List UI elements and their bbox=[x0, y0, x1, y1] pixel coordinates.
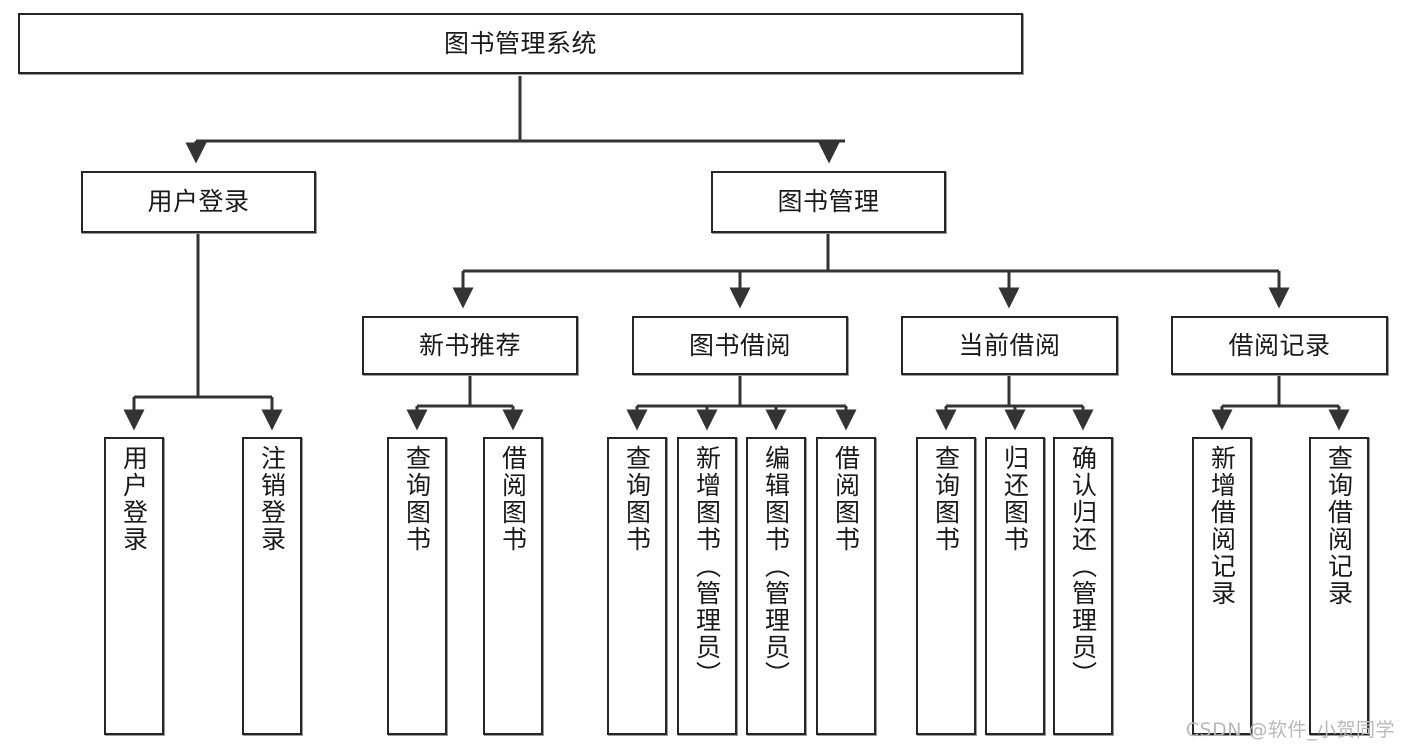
node-leaf-add-record-label: 新增借阅记录 bbox=[1207, 445, 1237, 607]
node-leaf-borrow-book-1[interactable]: 借阅图书 bbox=[483, 437, 543, 735]
node-book-borrow-label: 图书借阅 bbox=[688, 330, 791, 360]
node-leaf-edit-book-label: 编辑图书（管理员） bbox=[761, 445, 791, 688]
node-leaf-query-record-label: 查询借阅记录 bbox=[1324, 445, 1354, 607]
node-leaf-query-book-2-label: 查询图书 bbox=[622, 445, 652, 553]
node-leaf-confirm-return-label: 确认归还（管理员） bbox=[1068, 445, 1098, 688]
node-leaf-query-book-1[interactable]: 查询图书 bbox=[387, 437, 447, 735]
node-leaf-borrow-book-2-label: 借阅图书 bbox=[831, 445, 861, 553]
node-leaf-borrow-book-1-label: 借阅图书 bbox=[498, 445, 528, 553]
node-leaf-user-login[interactable]: 用户登录 bbox=[104, 437, 164, 735]
node-leaf-logout-login[interactable]: 注销登录 bbox=[242, 437, 302, 735]
watermark-text: CSDN @软件_小贺同学 bbox=[1185, 719, 1395, 741]
node-leaf-query-book-2[interactable]: 查询图书 bbox=[607, 437, 667, 735]
node-book-borrow[interactable]: 图书借阅 bbox=[632, 316, 848, 375]
node-leaf-query-book-3-label: 查询图书 bbox=[931, 445, 961, 553]
node-leaf-add-book-label: 新增图书（管理员） bbox=[692, 445, 722, 688]
node-borrow-record[interactable]: 借阅记录 bbox=[1171, 316, 1388, 375]
node-user-login-label: 用户登录 bbox=[147, 187, 250, 216]
node-book-management[interactable]: 图书管理 bbox=[711, 171, 946, 233]
node-leaf-return-book[interactable]: 归还图书 bbox=[985, 437, 1045, 735]
node-current-borrow-label: 当前借阅 bbox=[958, 330, 1061, 360]
node-leaf-confirm-return[interactable]: 确认归还（管理员） bbox=[1053, 437, 1113, 735]
node-new-book-recommend[interactable]: 新书推荐 bbox=[362, 316, 578, 375]
node-leaf-query-book-1-label: 查询图书 bbox=[402, 445, 432, 553]
node-leaf-borrow-book-2[interactable]: 借阅图书 bbox=[816, 437, 876, 735]
node-user-login[interactable]: 用户登录 bbox=[81, 171, 316, 233]
node-leaf-user-login-label: 用户登录 bbox=[119, 445, 149, 553]
node-new-book-recommend-label: 新书推荐 bbox=[418, 330, 521, 360]
node-leaf-query-book-3[interactable]: 查询图书 bbox=[916, 437, 976, 735]
node-borrow-record-label: 借阅记录 bbox=[1228, 330, 1331, 360]
node-root[interactable]: 图书管理系统 bbox=[18, 13, 1023, 74]
node-book-management-label: 图书管理 bbox=[777, 187, 880, 216]
node-leaf-return-book-label: 归还图书 bbox=[1000, 445, 1030, 553]
node-leaf-logout-login-label: 注销登录 bbox=[257, 445, 287, 553]
node-leaf-add-book[interactable]: 新增图书（管理员） bbox=[677, 437, 737, 735]
node-root-label: 图书管理系统 bbox=[443, 28, 597, 58]
node-leaf-add-record[interactable]: 新增借阅记录 bbox=[1192, 437, 1252, 735]
node-current-borrow[interactable]: 当前借阅 bbox=[901, 316, 1118, 375]
node-leaf-edit-book[interactable]: 编辑图书（管理员） bbox=[746, 437, 806, 735]
node-leaf-query-record[interactable]: 查询借阅记录 bbox=[1309, 437, 1369, 735]
